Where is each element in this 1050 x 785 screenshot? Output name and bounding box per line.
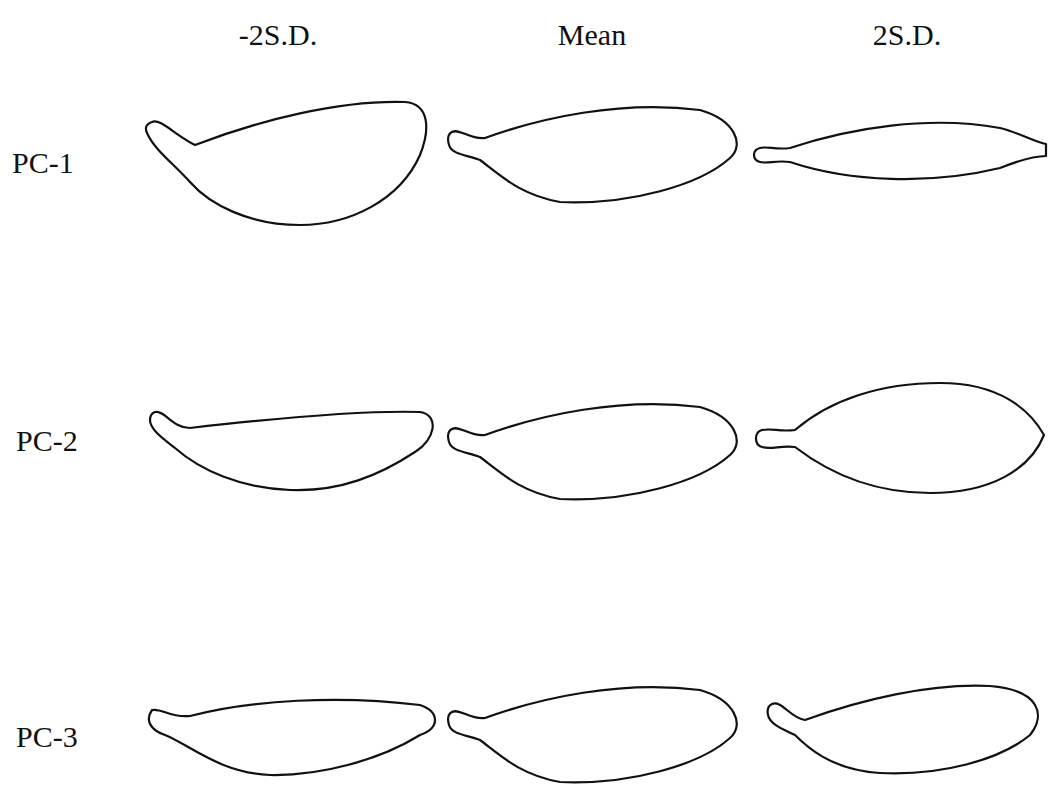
column-header: 2S.D. — [873, 18, 941, 51]
outline-shape — [150, 412, 433, 490]
outline-shape — [448, 404, 737, 499]
row-label: PC-1 — [12, 146, 74, 179]
outline-shape — [448, 107, 737, 202]
outline-shape — [146, 102, 426, 225]
outline-shape — [768, 686, 1038, 774]
column-header: -2S.D. — [239, 18, 317, 51]
outline-shape — [756, 383, 1044, 493]
outline-shape — [448, 687, 737, 782]
outline-shape — [149, 700, 435, 775]
column-header: Mean — [558, 18, 626, 51]
outline-shape — [754, 123, 1046, 179]
row-label: PC-3 — [16, 720, 78, 753]
row-label: PC-2 — [16, 424, 78, 457]
